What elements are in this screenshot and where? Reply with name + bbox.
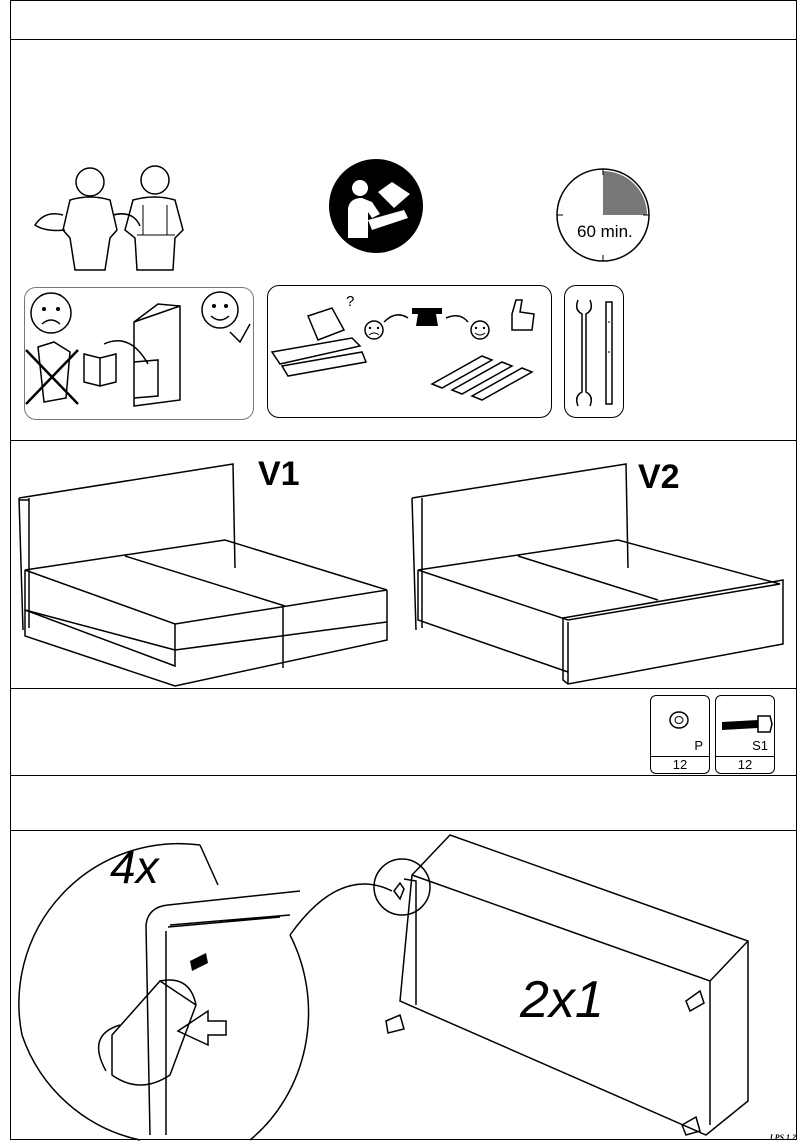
question-mark: ? (346, 293, 354, 310)
bed-v2-drawing (408, 460, 788, 690)
divider (10, 440, 797, 441)
divider (10, 775, 797, 776)
read-instructions-icon (328, 158, 424, 254)
divider (10, 39, 797, 40)
wrench-icon (568, 292, 623, 417)
part-quantity: 12 (716, 756, 774, 773)
people-icon (25, 160, 185, 275)
help-panel-art (272, 292, 547, 417)
part-code: P (694, 738, 703, 753)
part-card-p: P 12 (650, 695, 710, 774)
washer-icon (667, 710, 695, 732)
divider (10, 830, 797, 831)
part-card-s1: S1 12 (715, 695, 775, 774)
part-code: S1 (752, 738, 768, 753)
leg-assembly-drawing (20, 835, 808, 1140)
assembly-count: 2x1 (520, 970, 604, 1030)
document-code: LPS 1.2 (770, 1133, 796, 1142)
bolt-icon (720, 710, 776, 736)
timer-label: 60 min. (577, 222, 633, 242)
bed-v1-drawing (15, 460, 395, 690)
instructions-panel-art (30, 292, 250, 417)
part-quantity: 12 (651, 756, 709, 773)
timer-icon (555, 167, 655, 267)
